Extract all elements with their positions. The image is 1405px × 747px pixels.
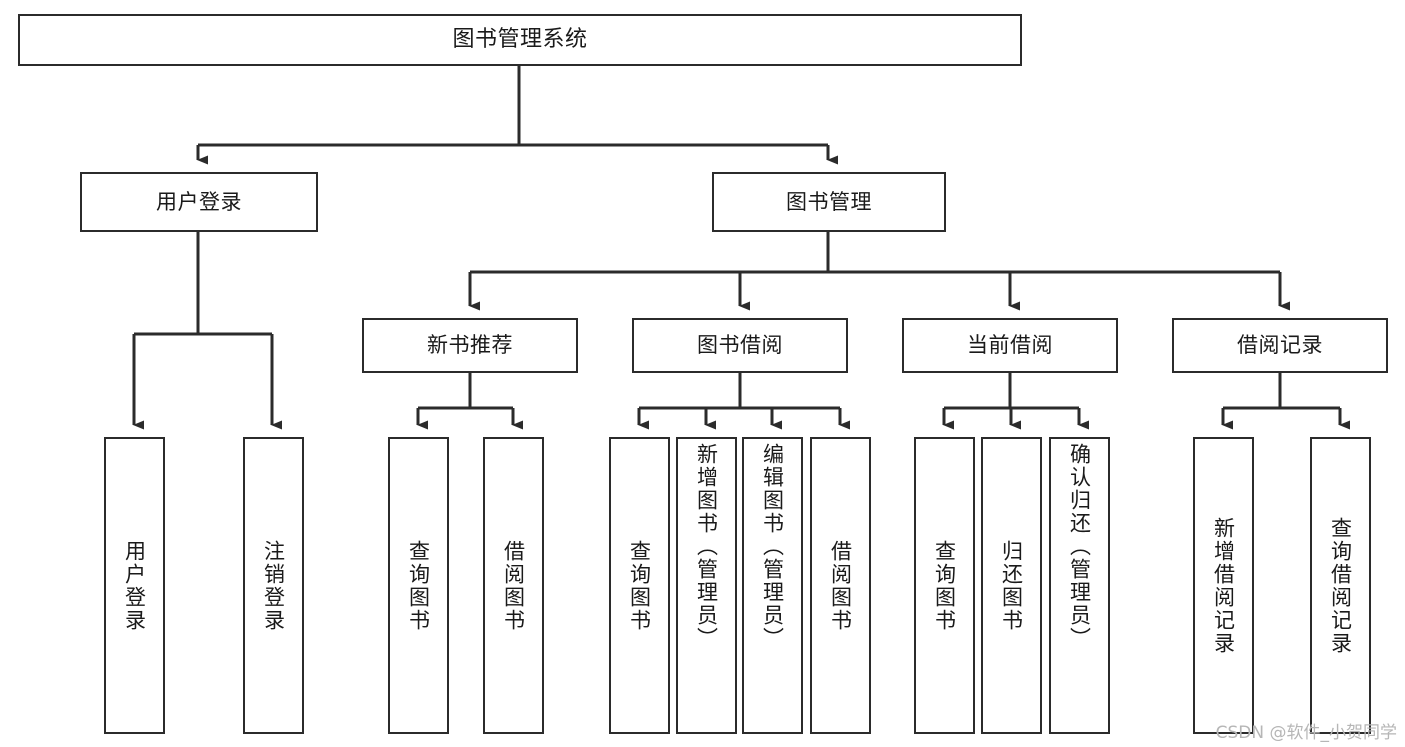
node-label: 借阅图书: [501, 539, 526, 632]
node-leaf-return-book[interactable]: 归还图书: [981, 437, 1042, 734]
node-user-login[interactable]: 用户登录: [80, 172, 318, 232]
node-leaf-query-borrow-record[interactable]: 查询借阅记录: [1310, 437, 1371, 734]
node-label: 查询借阅记录: [1328, 516, 1353, 655]
node-label: 新增图书（管理员）: [694, 443, 719, 650]
node-leaf-borrow-book[interactable]: 借阅图书: [810, 437, 871, 734]
node-leaf-logout[interactable]: 注销登录: [243, 437, 304, 734]
node-leaf-edit-book-admin[interactable]: 编辑图书（管理员）: [742, 437, 803, 734]
node-label: 查询图书: [627, 539, 652, 632]
node-label: 图书管理系统: [452, 27, 588, 53]
node-leaf-query-book-recommend[interactable]: 查询图书: [388, 437, 449, 734]
node-label: 借阅图书: [828, 539, 853, 632]
node-label: 用户登录: [156, 189, 242, 214]
node-borrow-record[interactable]: 借阅记录: [1172, 318, 1388, 373]
node-label: 新增借阅记录: [1211, 516, 1236, 655]
node-label: 图书借阅: [697, 333, 783, 358]
node-label: 编辑图书（管理员）: [760, 443, 785, 650]
csdn-watermark: CSDN @软件_小贺同学: [1215, 723, 1397, 743]
node-label: 用户登录: [122, 539, 147, 632]
node-leaf-confirm-return-admin[interactable]: 确认归还（管理员）: [1049, 437, 1110, 734]
node-label: 借阅记录: [1237, 333, 1323, 358]
node-label: 当前借阅: [967, 333, 1053, 358]
node-label: 查询图书: [406, 539, 431, 632]
node-leaf-user-login[interactable]: 用户登录: [104, 437, 165, 734]
node-book-borrow[interactable]: 图书借阅: [632, 318, 848, 373]
node-current-borrow[interactable]: 当前借阅: [902, 318, 1118, 373]
node-book-management[interactable]: 图书管理: [712, 172, 946, 232]
node-leaf-query-book-borrow[interactable]: 查询图书: [609, 437, 670, 734]
node-label: 新书推荐: [427, 333, 513, 358]
node-leaf-add-borrow-record[interactable]: 新增借阅记录: [1193, 437, 1254, 734]
node-label: 图书管理: [786, 189, 872, 214]
node-label: 注销登录: [261, 539, 286, 632]
node-leaf-add-book-admin[interactable]: 新增图书（管理员）: [676, 437, 737, 734]
node-new-book-recommend[interactable]: 新书推荐: [362, 318, 578, 373]
node-leaf-query-book-current[interactable]: 查询图书: [914, 437, 975, 734]
node-label: 归还图书: [999, 539, 1024, 632]
node-leaf-borrow-book-recommend[interactable]: 借阅图书: [483, 437, 544, 734]
node-label: 查询图书: [932, 539, 957, 632]
node-label: 确认归还（管理员）: [1067, 443, 1092, 650]
node-root-book-management-system[interactable]: 图书管理系统: [18, 14, 1022, 66]
